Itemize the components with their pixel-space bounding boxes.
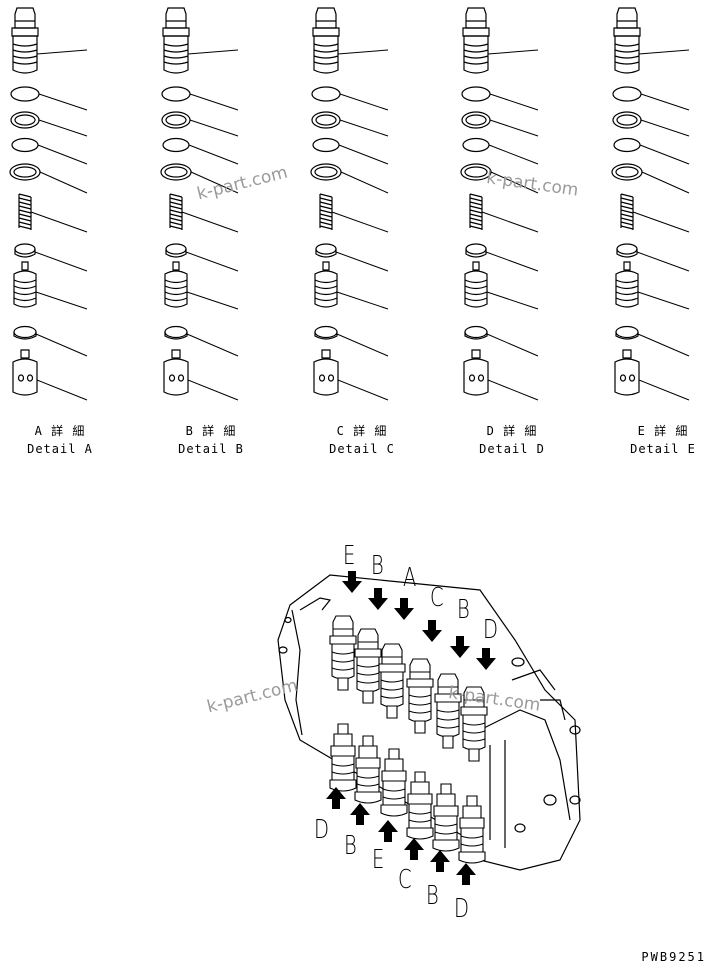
detail-d-caption: D 詳 細 Detail D: [467, 422, 557, 458]
detail-c-exploded-view: [310, 7, 389, 401]
valve-label-top: E: [343, 541, 356, 571]
valve-label-bottom: C: [398, 865, 412, 895]
valve-label-bottom: B: [426, 881, 439, 911]
detail-e-caption: E 詳 細 Detail E: [618, 422, 708, 458]
detail-a-caption: A 詳 細 Detail A: [15, 422, 105, 458]
valve-label-bottom: D: [314, 815, 330, 845]
valve-label-bottom: D: [454, 894, 470, 924]
detail-b-caption: B 詳 細 Detail B: [166, 422, 256, 458]
valve-label-bottom: E: [372, 845, 385, 875]
detail-d-jp: D 詳 細: [486, 424, 538, 438]
detail-e-exploded-view: [611, 7, 690, 401]
detail-a-jp: A 詳 細: [34, 424, 86, 438]
detail-d-en: Detail D: [479, 442, 545, 456]
detail-d-exploded-view: [460, 7, 539, 401]
detail-c-jp: C 詳 細: [336, 424, 388, 438]
detail-c-en: Detail C: [329, 442, 395, 456]
detail-a-en: Detail A: [27, 442, 93, 456]
valve-label-top: A: [403, 563, 417, 593]
valve-label-top: D: [483, 615, 499, 645]
detail-b-en: Detail B: [178, 442, 244, 456]
detail-a-exploded-view: [9, 7, 88, 401]
valve-label-top: B: [371, 551, 384, 581]
drawing-code: PWB9251: [641, 950, 706, 964]
detail-e-jp: E 詳 細: [637, 424, 689, 438]
valve-label-top: B: [457, 595, 470, 625]
detail-b-jp: B 詳 細: [185, 424, 237, 438]
valve-label-top: C: [430, 583, 444, 613]
control-valve-body: [277, 574, 581, 871]
valve-label-bottom: B: [344, 831, 357, 861]
detail-e-en: Detail E: [630, 442, 696, 456]
detail-c-caption: C 詳 細 Detail C: [317, 422, 407, 458]
